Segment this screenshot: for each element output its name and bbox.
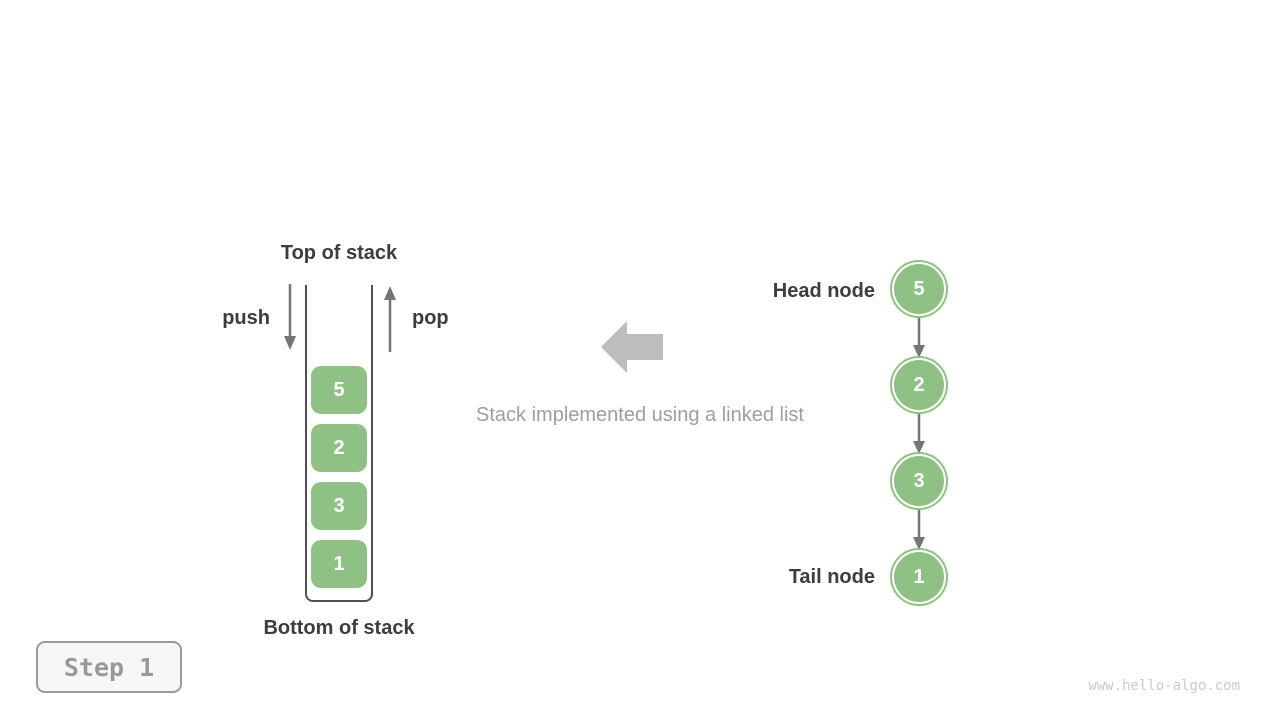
node-value: 3 bbox=[913, 469, 925, 492]
link-arrow-icon bbox=[913, 410, 925, 454]
stack-box-value: 5 bbox=[333, 378, 345, 401]
push-label: push bbox=[222, 307, 270, 329]
linked-list-node: 1 bbox=[890, 548, 948, 606]
node-value: 5 bbox=[913, 277, 925, 300]
diagram-caption: Stack implemented using a linked list bbox=[476, 404, 804, 426]
link-arrow-icon bbox=[913, 314, 925, 358]
stack-box-value: 3 bbox=[333, 494, 345, 517]
left-block-arrow-icon bbox=[601, 321, 663, 373]
node-value: 1 bbox=[913, 565, 925, 588]
top-of-stack-label: Top of stack bbox=[280, 242, 398, 264]
stack-box: 3 bbox=[311, 482, 367, 530]
linked-list-node: 2 bbox=[890, 356, 948, 414]
push-down-arrow-icon bbox=[284, 284, 296, 350]
stack-box: 5 bbox=[311, 366, 367, 414]
stack-box: 1 bbox=[311, 540, 367, 588]
linked-list-node: 5 bbox=[890, 260, 948, 318]
pop-up-arrow-icon bbox=[384, 286, 396, 352]
pop-label: pop bbox=[412, 307, 449, 329]
stack-box: 2 bbox=[311, 424, 367, 472]
step-badge: Step 1 bbox=[36, 641, 182, 693]
stack-container bbox=[305, 285, 373, 602]
bottom-of-stack-label: Bottom of stack bbox=[263, 617, 415, 639]
step-badge-label: Step 1 bbox=[63, 652, 155, 682]
node-value: 2 bbox=[913, 373, 925, 396]
tail-node-label: Tail node bbox=[788, 566, 875, 588]
watermark: www.hello-algo.com bbox=[1088, 678, 1240, 694]
linked-list-node: 3 bbox=[890, 452, 948, 510]
stack-box-value: 2 bbox=[333, 436, 345, 459]
link-arrow-icon bbox=[913, 506, 925, 550]
head-node-label: Head node bbox=[772, 280, 875, 302]
stack-box-value: 1 bbox=[333, 552, 345, 575]
